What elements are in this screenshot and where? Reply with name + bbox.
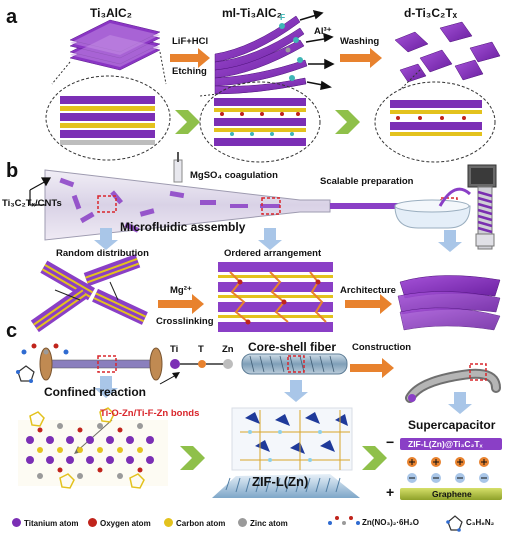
zn-nitrate-molecule <box>21 343 69 355</box>
minus-sign: − <box>386 434 395 450</box>
coagulation-bath <box>394 199 471 229</box>
syringe <box>173 152 183 183</box>
etching-reagent-label: LiF+HCl <box>172 36 209 47</box>
c-down-arrows <box>94 376 472 414</box>
construction-arrow <box>350 358 394 378</box>
electrode-graphene <box>400 488 502 500</box>
ordered-label: Ordered arrangement <box>224 248 322 259</box>
chevron-c1 <box>180 446 205 470</box>
t-label: T <box>198 344 204 355</box>
bonds-label: Ti-O-Zn/Ti-F-Zn bonds <box>100 408 200 419</box>
panel-letter-c: c <box>6 320 18 342</box>
f-label: F <box>280 12 286 22</box>
supercapacitor-label: Supercapacitor <box>408 418 496 432</box>
d-zoom-circle <box>374 81 496 163</box>
confined-reaction-tube <box>39 347 163 381</box>
ordered-layers <box>218 262 333 332</box>
electrode-zif <box>400 438 502 450</box>
electrode-zif-label: ZIF-L(Zn)@Ti₃C₂Tₓ <box>408 439 483 449</box>
zif-nanosheets <box>225 477 341 493</box>
legend-titanium: Titanium atom <box>12 518 79 528</box>
microfluidic-channel <box>44 169 440 241</box>
delaminated-flakes <box>394 21 501 83</box>
box-ordered <box>261 197 281 215</box>
architecture-arrow <box>345 294 392 314</box>
fiber-device <box>405 363 501 403</box>
oxygen-atom-icon <box>88 518 97 527</box>
ion-dots <box>279 23 303 81</box>
crosslinking-label: Crosslinking <box>156 316 214 327</box>
ml-zoom-circle <box>199 81 321 163</box>
ti3alc2-zoom-circle <box>45 75 171 161</box>
zif-structure <box>231 407 353 471</box>
ti-label: Ti <box>170 344 179 355</box>
winding-spool <box>467 164 497 250</box>
construction-label: Construction <box>352 342 412 353</box>
box-random <box>97 195 117 213</box>
scalable-label: Scalable preparation <box>320 176 414 187</box>
chevron-a2 <box>335 110 360 134</box>
ion-symbols <box>407 457 489 483</box>
title-ti3alc2: Ti₃AlC₂ <box>90 6 132 20</box>
title-ml-ti3alc2: ml-Ti₃AlC₂ <box>222 6 282 20</box>
random-bundles <box>30 254 148 333</box>
input-label: Ti₃C₂Tₓ/CNTs <box>2 198 62 209</box>
etching-arrow <box>170 48 210 68</box>
core-shell-label: Core-shell fiber <box>248 340 337 354</box>
mg-arrow <box>158 294 204 314</box>
confined-reaction-label: Confined reaction <box>44 385 147 399</box>
title-d-ti3c2tx: d-Ti₃C₂Tₓ <box>404 6 458 20</box>
washing-label: Washing <box>340 36 380 47</box>
carbon-atom-icon <box>164 518 173 527</box>
legend-molecule-2 <box>446 515 463 532</box>
al-ion-label: Al³⁺ <box>314 26 332 37</box>
mgso4-label: MgSO₄ coagulation <box>190 170 278 181</box>
zif-label: ZIF-L(Zn) <box>252 474 309 489</box>
etching-label: Etching <box>172 66 207 77</box>
legend-zinc: Zinc atom <box>238 518 288 528</box>
zn-label: Zn <box>222 344 234 355</box>
ti-t-zn-chain <box>170 359 233 369</box>
ion-arrows <box>299 9 335 90</box>
electrode-graphene-label: Graphene <box>432 489 472 499</box>
chevron-c2 <box>362 446 387 470</box>
input-arrow <box>29 177 52 206</box>
titanium-atom-icon <box>12 518 21 527</box>
architecture-label: Architecture <box>340 285 396 296</box>
d-lattice <box>390 100 482 136</box>
ml-ti3alc2-sheets <box>214 15 308 95</box>
panel-letter-a: a <box>6 6 18 28</box>
washing-arrow <box>340 48 382 68</box>
random-label: Random distribution <box>56 248 149 259</box>
mg-label: Mg²⁺ <box>170 285 192 296</box>
architecture-sheets <box>397 275 501 331</box>
legend-methylimidazole: C₃H₆N₂ <box>466 518 495 527</box>
ti3alc2-lattice <box>60 96 155 145</box>
core-shell-fiber <box>241 353 348 375</box>
legend-oxygen: Oxygen atom <box>88 518 151 528</box>
zinc-atom-icon <box>238 518 247 527</box>
panel-letter-b: b <box>6 160 19 182</box>
chevron-a1 <box>175 110 200 134</box>
plus-sign: + <box>386 484 395 500</box>
b-down-arrows <box>94 228 462 252</box>
methylimidazole-molecule <box>16 365 35 383</box>
c-lattice <box>18 407 168 489</box>
ti3alc2-stack <box>69 19 161 71</box>
ml-lattice <box>214 98 306 146</box>
legend-molecule-1 <box>328 516 360 525</box>
legend-carbon: Carbon atom <box>164 518 225 528</box>
microfluidic-label: Microfluidic assembly <box>120 220 246 234</box>
legend-zn-nitrate: Zn(NO₃)₂·6H₂O <box>362 518 420 527</box>
